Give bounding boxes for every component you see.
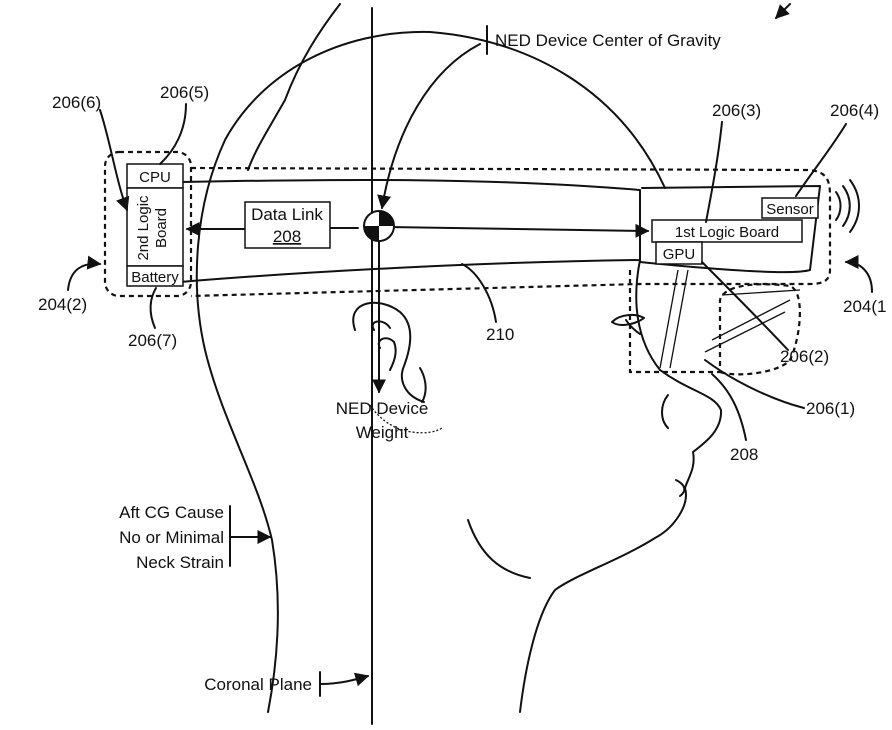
svg-text:210: 210 (486, 325, 514, 344)
first-logic-board-label: 1st Logic Board (675, 224, 779, 241)
dashed-band-outline (190, 166, 832, 298)
reference-numerals: 206(6) 206(5) 206(3) 206(4) 204(2) 204(1… (38, 3, 886, 464)
battery-label: Battery (131, 269, 179, 286)
svg-text:206(6): 206(6) (52, 93, 101, 112)
weight-label-1: NED Device (336, 399, 429, 418)
svg-text:204(2): 204(2) (38, 295, 87, 314)
aft-cg-note: Aft CG Cause No or Minimal Neck Strain (119, 503, 272, 572)
cpu-label: CPU (139, 169, 171, 186)
data-link-ref: 208 (273, 227, 301, 246)
center-of-gravity-icon (363, 210, 395, 242)
svg-text:206(4): 206(4) (830, 101, 879, 120)
front-components: Sensor 1st Logic Board GPU (651, 197, 819, 265)
cog-title: NED Device Center of Gravity (495, 31, 721, 50)
gpu-label: GPU (663, 246, 696, 263)
svg-text:206(5): 206(5) (160, 83, 209, 102)
cog-pointer (377, 43, 481, 210)
svg-text:206(7): 206(7) (128, 331, 177, 350)
sound-wave-icon (835, 179, 860, 233)
rear-component-stack: CPU 2nd Logic Board Battery (126, 163, 184, 287)
svg-text:204(1: 204(1 (843, 297, 886, 316)
data-link-208: Data Link 208 (185, 201, 650, 249)
sensor-label: Sensor (766, 201, 814, 218)
svg-text:206(3): 206(3) (712, 101, 761, 120)
head-outline (195, 30, 723, 713)
second-logic-board-label: 2nd Logic (135, 195, 152, 261)
coronal-plane-note: Coronal Plane (204, 671, 370, 697)
svg-text:208: 208 (730, 445, 758, 464)
svg-text:Coronal Plane: Coronal Plane (204, 675, 312, 694)
second-logic-board-label-2: Board (153, 208, 170, 248)
svg-text:206(2): 206(2) (780, 347, 829, 366)
headband-210 (179, 178, 641, 283)
data-link-label: Data Link (251, 205, 323, 224)
weight-label-2: Weight (356, 423, 409, 442)
svg-text:No or Minimal: No or Minimal (119, 528, 224, 547)
front-lens-housing (628, 270, 801, 376)
svg-text:Aft CG Cause: Aft CG Cause (119, 503, 224, 522)
svg-text:Neck Strain: Neck Strain (136, 553, 224, 572)
svg-text:206(1): 206(1) (806, 399, 855, 418)
